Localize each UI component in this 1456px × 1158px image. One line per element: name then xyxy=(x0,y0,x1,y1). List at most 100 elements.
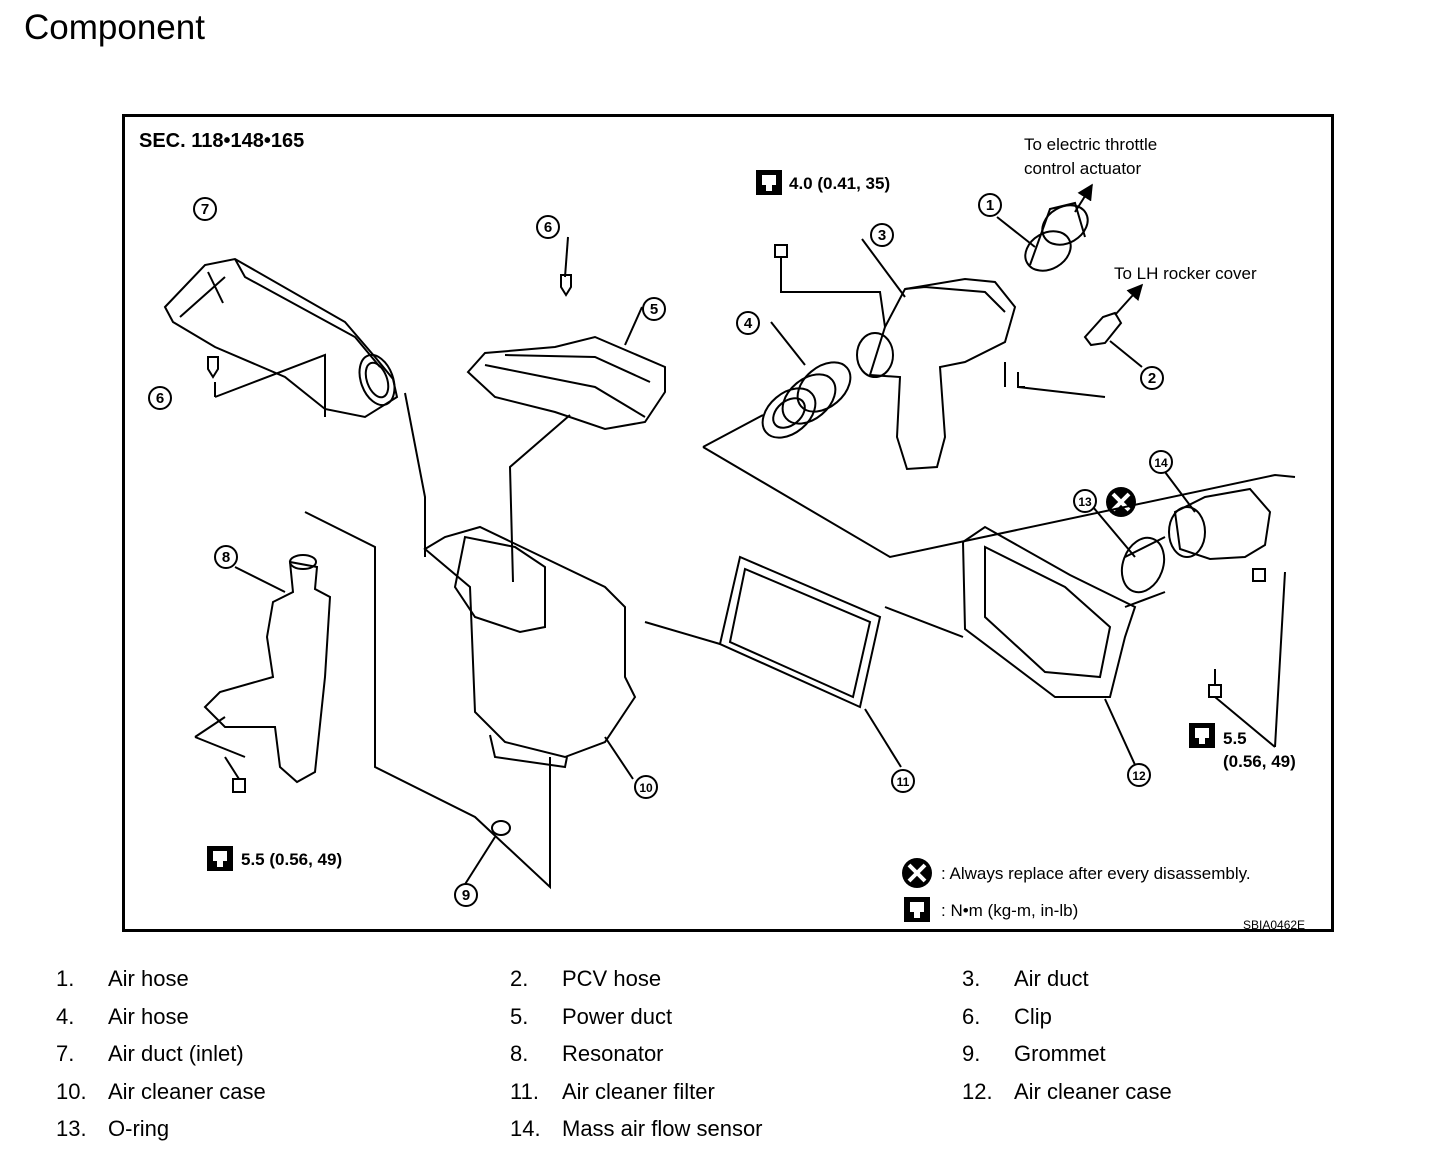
svg-text:2: 2 xyxy=(1148,370,1156,387)
torque-right-line1: 5.5 xyxy=(1223,729,1247,748)
legend-item: 12. Air cleaner case xyxy=(962,1079,1402,1109)
torque-icon xyxy=(756,170,782,195)
part-number-5: 5 xyxy=(642,297,666,321)
legend-item: 2.PCV hose xyxy=(510,966,950,996)
clip-part xyxy=(207,356,219,379)
legend-label: Air cleaner case xyxy=(1014,1078,1172,1104)
legend-label: Resonator xyxy=(562,1041,664,1066)
legend-item: 10.Air cleaner case xyxy=(56,1079,496,1109)
legend-number: 10. xyxy=(56,1078,87,1104)
svg-text:4: 4 xyxy=(744,315,753,332)
torque-right-line2: (0.56, 49) xyxy=(1223,752,1296,771)
power-duct-part xyxy=(466,335,666,431)
exploded-diagram: SEC. 118•148•165 To electric throttle co… xyxy=(122,114,1334,932)
legend-item: 13. O-ring xyxy=(56,1116,496,1146)
mass-air-flow-sensor-part xyxy=(1173,487,1272,561)
legend-number: 5. xyxy=(510,1003,529,1029)
legend-number: 11. xyxy=(510,1078,539,1104)
key-torque: : N•m (kg-m, in-lb) xyxy=(941,901,1078,920)
legend-label: Air duct (inlet) xyxy=(108,1041,244,1066)
torque-icon xyxy=(207,846,233,871)
diagram-canvas: SEC. 118•148•165 To electric throttle co… xyxy=(139,130,1305,932)
svg-text:5: 5 xyxy=(650,301,658,318)
legend-label: Mass air flow sensor xyxy=(562,1116,763,1141)
key-replace: : Always replace after every disassembly… xyxy=(941,864,1251,883)
legend-number: 4. xyxy=(56,1003,75,1029)
part-number-2: 2 xyxy=(1140,366,1164,390)
callout-throttle-line2: control actuator xyxy=(1024,159,1142,178)
svg-text:14: 14 xyxy=(1154,456,1168,470)
part-number-1: 1 xyxy=(978,193,1002,217)
svg-text:3: 3 xyxy=(878,227,886,244)
replace-icon xyxy=(902,858,932,888)
legend-number: 6. xyxy=(962,1003,981,1029)
svg-text:1: 1 xyxy=(986,197,994,214)
part-number-9: 9 xyxy=(454,883,478,907)
svg-text:11: 11 xyxy=(897,775,910,789)
section-label: SEC. 118•148•165 xyxy=(139,130,304,152)
legend-label: Clip xyxy=(1014,1003,1052,1029)
legend-item: 7. Air duct (inlet) xyxy=(56,1041,496,1071)
callout-rocker: To LH rocker cover xyxy=(1114,264,1257,283)
legend-label: PCV hose xyxy=(562,966,662,991)
page-title: Component xyxy=(24,8,205,47)
part-number-6: 6 xyxy=(536,215,560,239)
legend-label: Air hose xyxy=(108,1003,189,1029)
part-number-11: 11 xyxy=(891,769,915,793)
part-number-14: 14 xyxy=(1149,450,1173,474)
svg-text:10: 10 xyxy=(639,781,653,795)
air-hose-part-4 xyxy=(761,361,852,439)
torque-top: 4.0 (0.41, 35) xyxy=(789,174,890,193)
part-number-3: 3 xyxy=(870,223,894,247)
legend-number: 3. xyxy=(962,966,981,991)
air-duct-inlet-part xyxy=(163,257,399,419)
air-cleaner-filter-part xyxy=(718,555,882,709)
svg-text:12: 12 xyxy=(1132,769,1146,783)
torque-icon xyxy=(904,897,930,922)
resonator-part xyxy=(203,560,332,784)
legend-label: Air hose xyxy=(108,966,189,991)
svg-text:6: 6 xyxy=(156,390,164,407)
legend-item: 4. Air hose xyxy=(56,1004,496,1034)
legend-number: 8. xyxy=(510,1041,529,1066)
legend-item: 6. Clip xyxy=(962,1004,1402,1034)
legend-item: 1. Air hose xyxy=(56,966,496,996)
legend-item: 9. Grommet xyxy=(962,1041,1402,1071)
legend-number: 1. xyxy=(56,966,75,991)
grommet-part xyxy=(491,820,511,836)
legend-item: 14. Mass air flow sensor xyxy=(510,1116,950,1146)
clip-part xyxy=(560,274,572,297)
figure-code: SBIA0462E xyxy=(1243,918,1305,932)
legend-item: 8. Resonator xyxy=(510,1041,950,1071)
air-cleaner-case-upper-part xyxy=(961,525,1137,698)
o-ring-part xyxy=(1120,536,1166,594)
replace-icon xyxy=(1106,487,1136,517)
legend-number: 7. xyxy=(56,1041,75,1066)
legend-number: 9. xyxy=(962,1041,981,1066)
pcv-hose-part xyxy=(1083,311,1123,347)
svg-text:7: 7 xyxy=(201,201,209,218)
part-number-7: 7 xyxy=(193,197,217,221)
legend-label: Air cleaner filter xyxy=(562,1078,715,1104)
legend-label: O-ring xyxy=(108,1116,170,1141)
legend-number: 13. xyxy=(56,1116,87,1141)
svg-text:8: 8 xyxy=(222,549,230,566)
legend-number: 12. xyxy=(962,1078,993,1104)
part-number-12: 12 xyxy=(1127,763,1151,787)
part-number-6: 6 xyxy=(148,386,172,410)
air-hose-part-1 xyxy=(1024,201,1089,272)
part-number-13: 13 xyxy=(1073,489,1097,513)
part-number-4: 4 xyxy=(736,311,760,335)
legend-label: Power duct xyxy=(562,1003,673,1029)
legend-number: 14. xyxy=(510,1116,541,1141)
part-number-10: 10 xyxy=(634,775,658,799)
legend-item: 5. Power duct xyxy=(510,1004,950,1034)
callout-throttle-line1: To electric throttle xyxy=(1024,135,1157,154)
air-cleaner-case-lower-part xyxy=(423,525,637,759)
svg-text:13: 13 xyxy=(1078,495,1092,509)
legend-label: Grommet xyxy=(1014,1041,1106,1066)
svg-text:9: 9 xyxy=(462,887,470,904)
air-duct-part xyxy=(868,277,1017,471)
part-number-8: 8 xyxy=(214,545,238,569)
